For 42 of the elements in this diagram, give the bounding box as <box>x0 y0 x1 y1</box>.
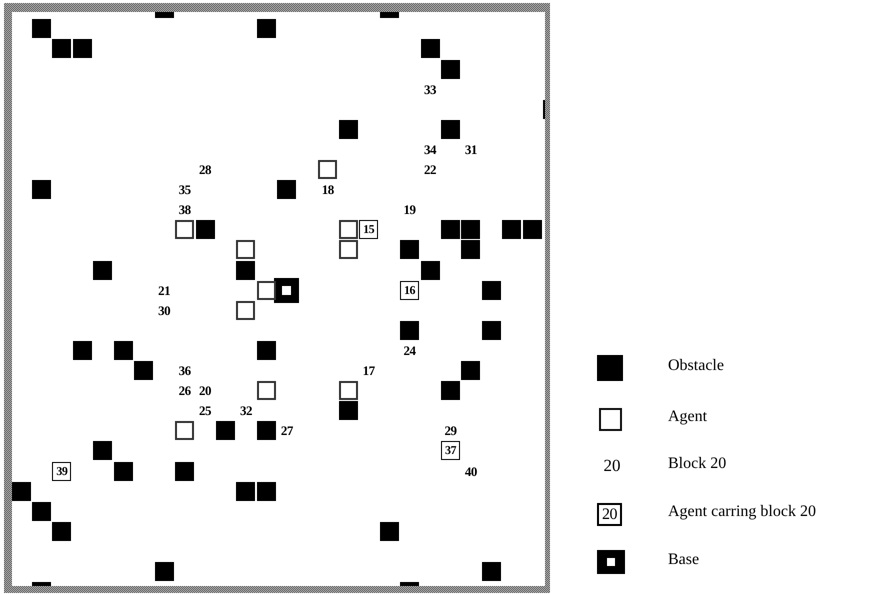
block-number: 24 <box>402 342 417 358</box>
block-number: 38 <box>178 202 192 218</box>
agent-square <box>338 220 358 240</box>
block-number: 27 <box>280 423 294 438</box>
agent-square <box>236 240 256 260</box>
block-number: 22 <box>423 162 437 177</box>
legend-text: Obstacle <box>668 356 724 376</box>
legend-carrying-agent-sample: 20 <box>597 503 622 526</box>
block-number: 29 <box>443 423 458 438</box>
agent-carrying-block-square: 15 <box>359 220 378 240</box>
block-number: 36 <box>178 363 192 378</box>
agent-square <box>338 381 358 400</box>
legend-text: Base <box>668 550 700 570</box>
block-number: 18 <box>320 182 335 198</box>
block-number: 30 <box>157 302 172 318</box>
block-number: 31 <box>464 142 478 157</box>
agent-carrying-block-square: 39 <box>52 462 72 480</box>
block-number: 17 <box>362 363 376 378</box>
block-number: 20 <box>198 383 212 398</box>
agent-square <box>256 381 276 400</box>
agent-carrying-block-square: 37 <box>440 441 460 460</box>
block-number: 26 <box>178 383 192 398</box>
block-number: 40 <box>464 464 478 478</box>
legend-text: Agent carring block 20 <box>668 502 816 522</box>
block-number: 25 <box>198 403 212 418</box>
block-number: 21 <box>157 282 172 298</box>
agent-square <box>236 300 256 320</box>
block-number: 34 <box>423 142 438 157</box>
agent-square <box>318 160 338 179</box>
block-number: 19 <box>402 202 417 218</box>
block-number: 35 <box>178 182 192 198</box>
block-number: 28 <box>198 162 212 177</box>
agent-square <box>175 220 194 240</box>
block-number: 33 <box>423 82 437 97</box>
legend-text: Block 20 <box>668 454 726 474</box>
legend-text: Agent <box>668 407 708 427</box>
block-number: 32 <box>238 403 253 418</box>
agent-square <box>175 421 194 440</box>
agent-carrying-block-square: 16 <box>400 280 420 300</box>
agent-square <box>338 240 358 260</box>
legend-block-number: 20 <box>602 456 622 476</box>
agent-square <box>256 280 276 300</box>
